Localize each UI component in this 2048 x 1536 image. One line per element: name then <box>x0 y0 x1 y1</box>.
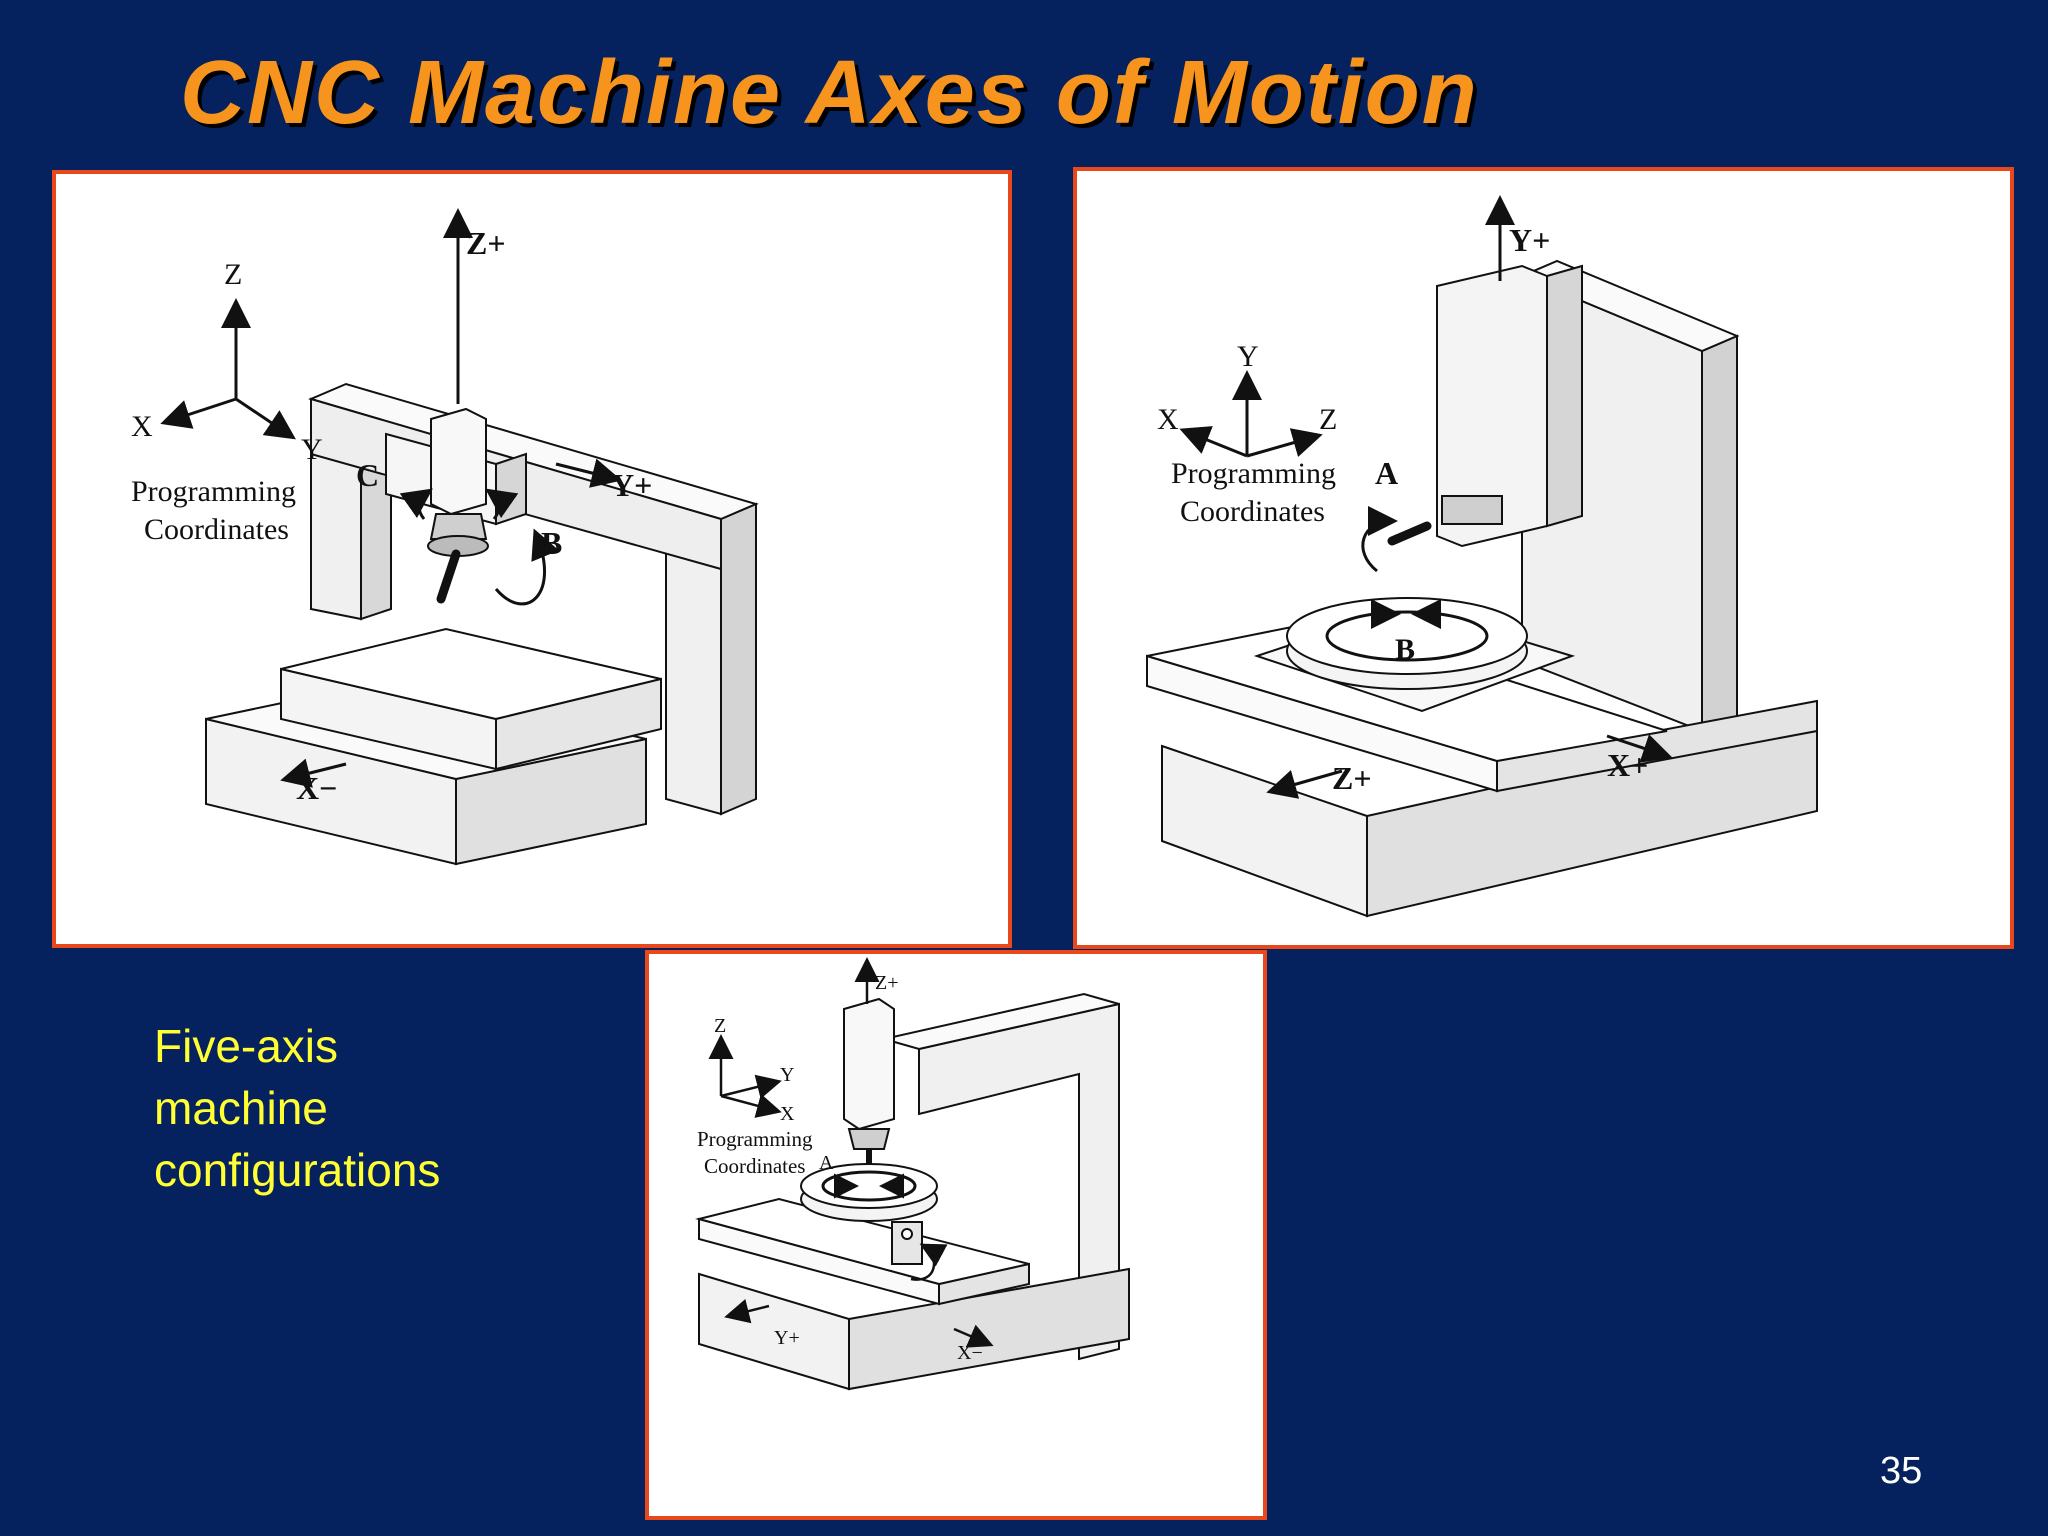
x-minus-label: X− <box>296 770 337 806</box>
gantry-machine-diagram: Z X Y Programming Coordinates Z+ Y+ X− B… <box>52 170 1012 948</box>
coord-caption-line2: Coordinates <box>704 1154 805 1178</box>
horizontal-machine-drawing: Y X Z Programming Coordinates Y+ A B Z+ … <box>1146 195 1818 918</box>
slide-title: CNC Machine Axes of Motion <box>180 43 1479 143</box>
coord-caption-line1: Programming <box>697 1127 813 1151</box>
b-axis-label: B <box>541 525 562 561</box>
y-plus-label: Y+ <box>1509 222 1550 258</box>
coord-z-label: Z <box>224 258 242 291</box>
y-plus-label: Y+ <box>611 467 652 503</box>
coord-caption-line1: Programming <box>1171 457 1336 490</box>
coord-caption-line2: Coordinates <box>144 513 289 546</box>
gantry-machine-drawing: Z X Y Programming Coordinates Z+ Y+ X− B… <box>131 208 759 866</box>
coord-y-label: Y <box>301 433 323 466</box>
c-axis-label: C <box>356 457 379 493</box>
coord-y-label: Y <box>780 1064 794 1086</box>
horizontal-machine-diagram: Y X Z Programming Coordinates Y+ A B Z+ … <box>1073 167 2014 949</box>
slide-caption: Five-axis machine configurations <box>154 1015 440 1201</box>
a-axis-label: A <box>1375 455 1398 491</box>
z-plus-label: Z+ <box>1332 760 1372 796</box>
coord-x-label: X <box>780 1103 795 1125</box>
z-plus-label: Z+ <box>466 225 506 261</box>
caption-line-1: Five-axis <box>154 1020 339 1072</box>
left-column <box>310 452 362 621</box>
coord-caption-line1: Programming <box>131 475 296 508</box>
coord-caption-line2: Coordinates <box>1180 495 1325 528</box>
coord-z-label: Z <box>714 1015 726 1037</box>
coord-z-label: Z <box>1319 403 1337 436</box>
spindle-head <box>430 407 487 516</box>
caption-line-2: machine <box>154 1082 328 1134</box>
b-axis-label: B <box>1395 633 1415 666</box>
a-axis-label: A <box>819 1152 834 1174</box>
page-number: 35 <box>1880 1450 1923 1492</box>
coord-x-label: X <box>131 410 153 443</box>
vertical-machine-diagram: Z Y X Programming Coordinates Z+ A Y+ X− <box>645 950 1267 1520</box>
x-minus-label: X− <box>957 1342 983 1364</box>
coord-x-label: X <box>1157 403 1179 436</box>
x-plus-label: X+ <box>1607 747 1648 783</box>
coord-y-label: Y <box>1237 340 1259 373</box>
y-plus-label: Y+ <box>774 1327 800 1349</box>
caption-line-3: configurations <box>154 1144 441 1196</box>
spindle-head <box>843 997 895 1131</box>
z-plus-label: Z+ <box>875 972 899 994</box>
vertical-machine-drawing: Z Y X Programming Coordinates Z+ A Y+ X− <box>695 957 1130 1391</box>
